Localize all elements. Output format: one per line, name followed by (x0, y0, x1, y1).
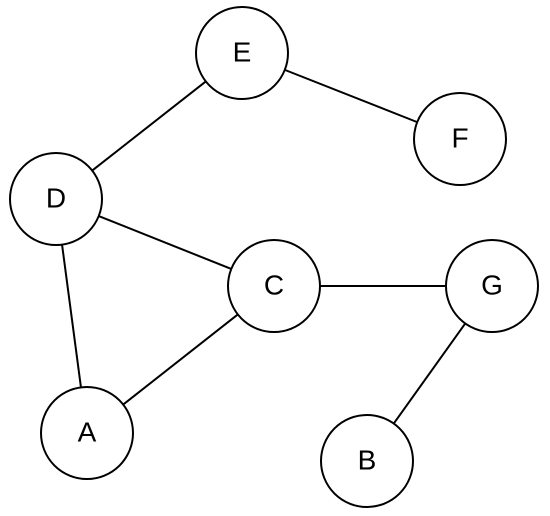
node-label-a: A (78, 416, 97, 447)
node-circle-f (413, 92, 507, 186)
node-circle-e (195, 6, 289, 100)
node-label-c: C (264, 269, 284, 300)
edge-e-f (284, 68, 418, 124)
edge-a-c (122, 313, 239, 406)
node-g: G (445, 239, 539, 333)
node-circle-a (40, 386, 134, 480)
node-label-d: D (46, 182, 66, 213)
nodes-layer: E F D C G A B (9, 6, 539, 508)
edges-layer (61, 68, 467, 425)
node-b: B (320, 414, 414, 508)
edge-d-c (98, 215, 232, 270)
node-f: F (413, 92, 507, 186)
node-circle-g (445, 239, 539, 333)
node-circle-d (9, 152, 103, 246)
node-circle-c (227, 239, 321, 333)
node-a: A (40, 386, 134, 480)
node-e: E (195, 6, 289, 100)
node-c: C (227, 239, 321, 333)
node-label-e: E (233, 36, 252, 67)
edge-d-a (61, 244, 82, 388)
node-label-g: G (481, 269, 503, 300)
node-d: D (9, 152, 103, 246)
edge-e-d (91, 80, 207, 172)
edge-g-b (392, 322, 467, 425)
node-circle-b (320, 414, 414, 508)
node-label-f: F (451, 122, 468, 153)
node-label-b: B (358, 444, 377, 475)
